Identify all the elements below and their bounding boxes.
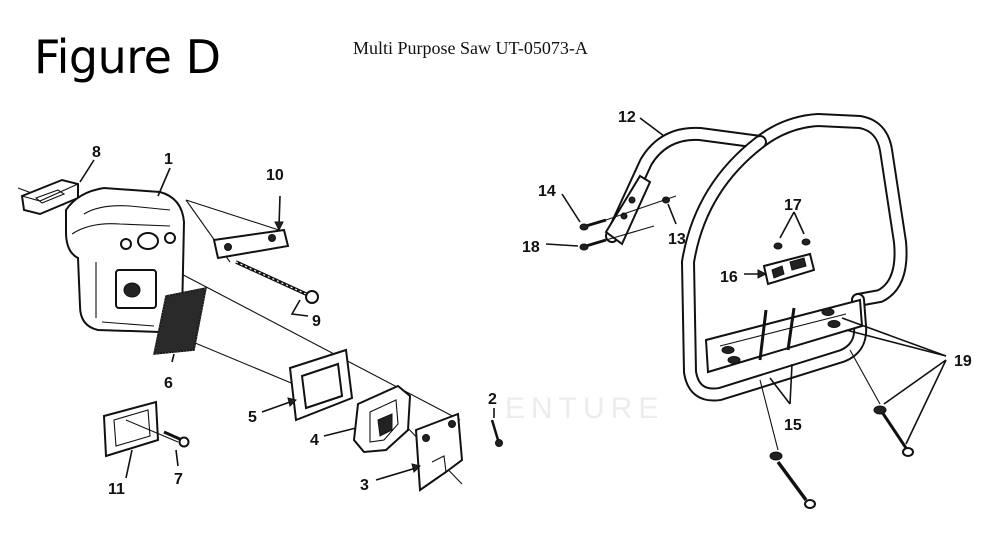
callout-13: 13 [668, 231, 686, 248]
callout-4: 4 [310, 432, 319, 449]
clamp-part-16 [744, 252, 816, 286]
callout-10: 10 [266, 167, 284, 184]
small-screw-part-2 [490, 408, 503, 447]
callout-17: 17 [784, 197, 802, 214]
callout-3: 3 [360, 477, 369, 494]
watermark: ENTURE [505, 392, 664, 425]
callout-19: 19 [954, 353, 972, 370]
callout-6: 6 [164, 375, 173, 392]
callout-5: 5 [248, 409, 257, 426]
spark-screen-part-6 [153, 287, 207, 363]
plate-part-3 [375, 412, 464, 492]
muffler-part-1 [65, 186, 186, 334]
callout-2: 2 [488, 391, 497, 408]
callout-11: 11 [108, 481, 125, 498]
leader-lines-left [79, 159, 171, 197]
callout-8: 8 [92, 144, 101, 161]
callout-7: 7 [174, 471, 183, 488]
screw-part-7 [163, 430, 190, 467]
figure-title: Figure D [34, 30, 221, 84]
callout-15: 15 [784, 417, 802, 434]
callout-12: 12 [618, 109, 636, 126]
callout-9: 9 [312, 313, 321, 330]
cover-part-4 [323, 384, 412, 454]
callout-1: 1 [164, 151, 173, 168]
plate-part-11 [102, 400, 179, 479]
callout-labels: 1 2 3 4 5 6 7 8 9 10 11 12 13 14 15 16 1… [92, 109, 972, 498]
callout-14: 14 [538, 183, 556, 200]
model-number: Multi Purpose Saw UT-05073-A [353, 38, 588, 58]
nuts-part-17 [773, 211, 811, 250]
callout-18: 18 [522, 239, 540, 256]
bolts-part-15 [758, 307, 816, 509]
callout-16: 16 [720, 269, 738, 286]
frame-part-5 [261, 348, 354, 422]
bolts-part-13-14-18 [545, 193, 677, 251]
bolts-part-19 [721, 308, 947, 457]
screw-part-9 [235, 260, 319, 317]
handle-bar-part-12 [604, 113, 908, 402]
bracket-part-10 [212, 195, 290, 260]
